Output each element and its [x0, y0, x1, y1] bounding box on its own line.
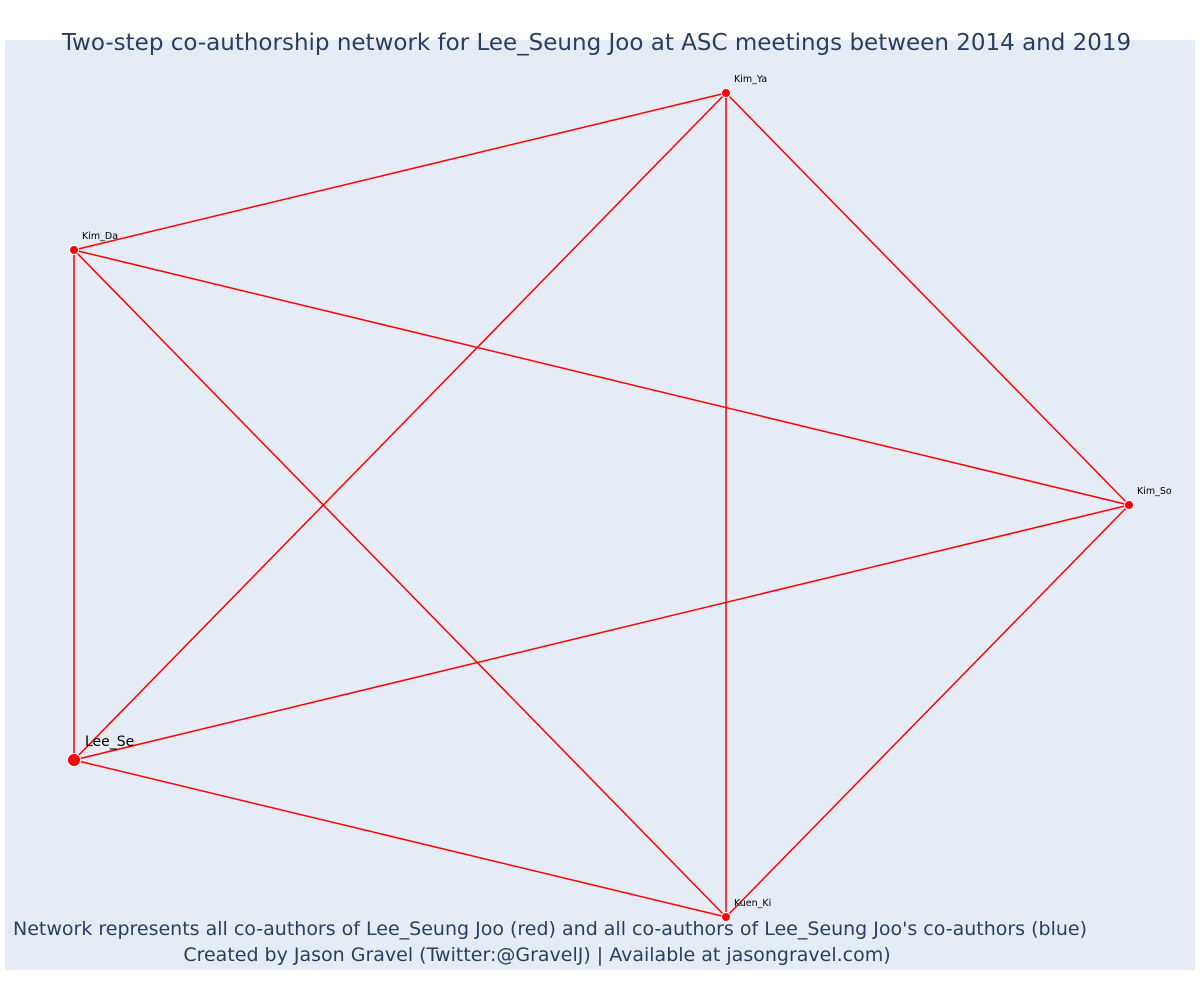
- node-label-Kuen_Ki: Kuen_Ki: [734, 898, 771, 909]
- node-Lee_Se[interactable]: [67, 753, 81, 767]
- edge-Kim_Da-Kim_So: [73, 249, 1130, 506]
- edge-Kim_Da-Kuen_Ki: [73, 249, 727, 918]
- edge-Kim_So-Kuen_Ki: [725, 504, 1130, 918]
- edge-Kim_Ya-Kim_So: [725, 92, 1130, 506]
- edges-layer: [73, 92, 1130, 918]
- caption-credits: Created by Jason Gravel (Twitter:@Gravel…: [183, 944, 891, 966]
- edge-Lee_Se-Kim_So: [73, 504, 1130, 761]
- edge-Lee_Se-Kuen_Ki: [73, 759, 727, 918]
- nodes-layer: [67, 88, 1134, 922]
- node-Kim_Ya[interactable]: [721, 88, 731, 98]
- node-label-Kim_Ya: Kim_Ya: [734, 74, 767, 85]
- node-label-Kim_So: Kim_So: [1137, 486, 1172, 497]
- caption-network-description: Network represents all co-authors of Lee…: [13, 918, 1088, 940]
- edge-Lee_Se-Kim_Ya: [73, 92, 727, 761]
- node-Kim_So[interactable]: [1124, 500, 1134, 510]
- plot-area: [5, 40, 1195, 970]
- node-Kim_Da[interactable]: [69, 245, 79, 255]
- node-label-Lee_Se: Lee_Se: [85, 734, 134, 750]
- chart-title: Two-step co-authorship network for Lee_S…: [61, 30, 1132, 56]
- edge-Kim_Da-Kim_Ya: [73, 92, 727, 251]
- node-label-Kim_Da: Kim_Da: [82, 231, 118, 242]
- node-Kuen_Ki[interactable]: [721, 912, 731, 922]
